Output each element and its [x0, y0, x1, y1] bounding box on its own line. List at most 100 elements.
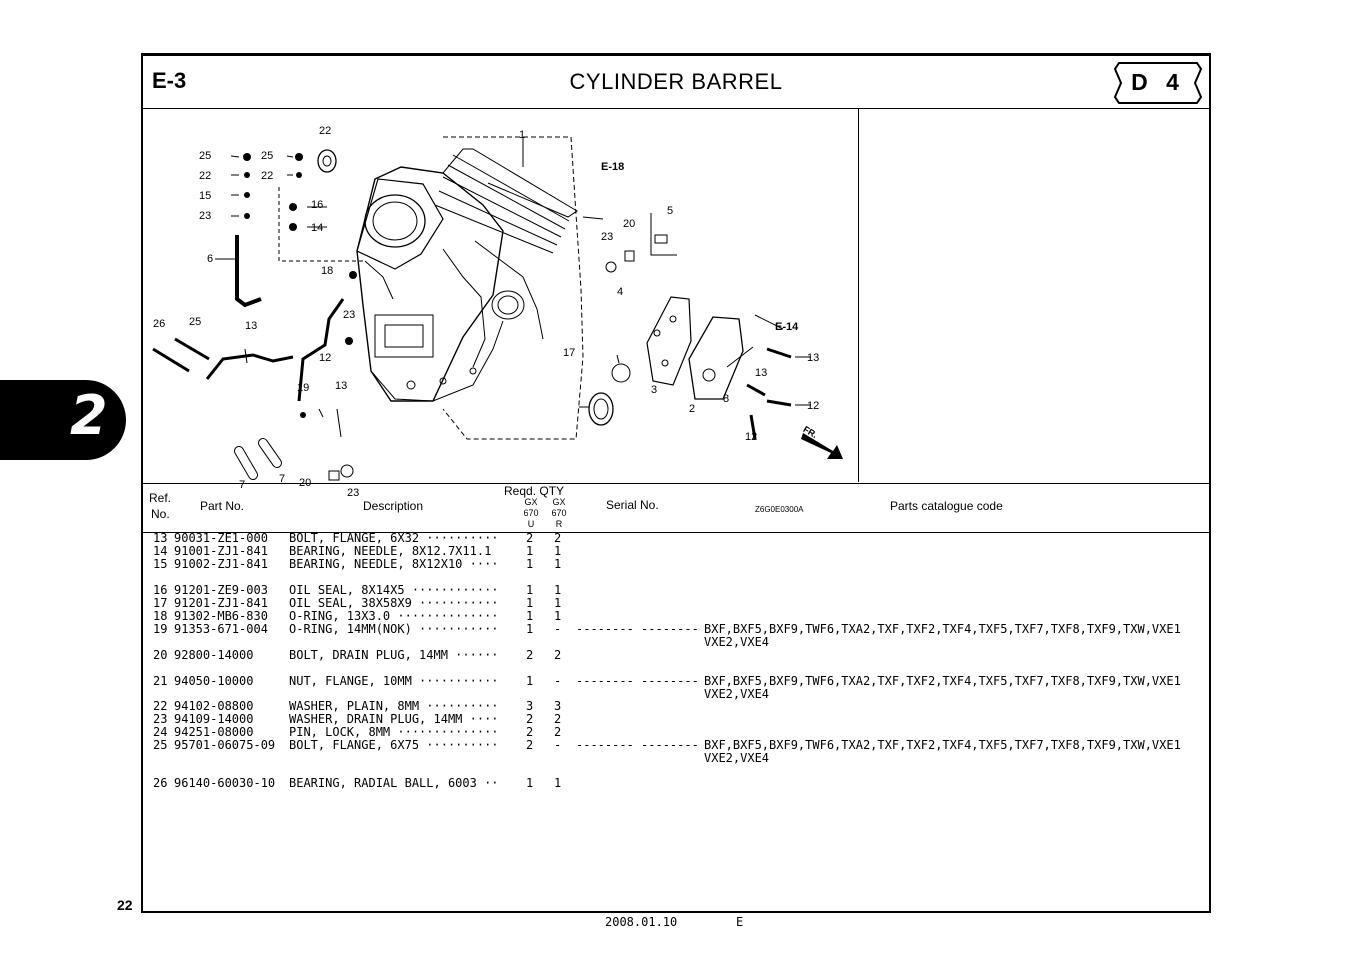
row-ref: 26 — [153, 776, 168, 790]
exploded-diagram: 22 1 25 25 22 22 15 16 23 14 6 18 23 26 … — [143, 109, 859, 514]
section-ref-e14[interactable]: E-14 — [775, 321, 799, 333]
parts-sheet: E-3 CYLINDER BARREL D 4 — [141, 53, 1211, 913]
row-catalogue-codes: BXF,BXF5,BXF9,TWF6,TXA2,TXF,TXF2,TXF4,TX… — [704, 738, 1181, 752]
callout-label: 14 — [311, 222, 324, 234]
row-ref: 14 — [153, 544, 168, 558]
figure-code: Z6G0E0300A — [755, 505, 804, 514]
row-ref: 23 — [153, 712, 168, 726]
col-catalogue-code: Parts catalogue code — [890, 499, 1003, 513]
row-qty-r: - — [554, 622, 562, 636]
row-qty-u: 3 — [526, 699, 534, 713]
callout-label: 8 — [723, 393, 730, 405]
row-qty-u: 1 — [526, 596, 534, 610]
row-qty-r: 1 — [554, 776, 562, 790]
col-part-no: Part No. — [200, 499, 245, 513]
col-serial-no: Serial No. — [606, 498, 659, 512]
row-qty-r: 1 — [554, 557, 562, 571]
col-gx670u: GX 670 U — [523, 497, 539, 529]
row-qty-u: 1 — [526, 583, 534, 597]
row-qty-u: 1 — [526, 609, 534, 623]
col-ref: Ref. — [149, 491, 172, 505]
row-ref: 18 — [153, 609, 168, 623]
row-qty-r: - — [554, 738, 562, 752]
row-qty-u: 1 — [526, 674, 534, 688]
row-qty-r: 3 — [554, 699, 562, 713]
row-ref: 20 — [153, 648, 168, 662]
row-description: OIL SEAL, 38X58X9 ··········· — [289, 596, 499, 610]
row-catalogue-codes-cont: VXE2,VXE4 — [704, 751, 770, 765]
row-part-no: 91201-ZE9-003 — [174, 583, 268, 597]
section-ref-e18[interactable]: E-18 — [601, 161, 625, 173]
row-qty-r: 2 — [554, 648, 562, 662]
callout-label: 7 — [239, 479, 246, 491]
callout-label: 12 — [745, 431, 758, 443]
callout-label: 3 — [651, 384, 658, 396]
row-part-no: 94109-14000 — [174, 712, 254, 726]
callout-label: 12 — [807, 400, 820, 412]
row-part-no: 94050-10000 — [174, 674, 254, 688]
callout-label: 23 — [601, 231, 614, 243]
callout-label: 18 — [321, 265, 334, 277]
col-no: No. — [151, 507, 170, 521]
row-description: BEARING, NEEDLE, 8X12.7X11.1 — [289, 544, 492, 558]
row-part-no: 91302-MB6-830 — [174, 609, 268, 623]
row-qty-u: 2 — [526, 712, 534, 726]
row-catalogue-codes-cont: VXE2,VXE4 — [704, 687, 770, 701]
callout-label: 13 — [807, 352, 820, 364]
exploded-view-drawing — [152, 136, 843, 481]
chapter-tab-number: 2 — [70, 384, 108, 447]
row-qty-u: 1 — [526, 776, 534, 790]
row-qty-r: 2 — [554, 531, 562, 545]
row-qty-r: 1 — [554, 596, 562, 610]
row-description: BOLT, FLANGE, 6X75 ·········· — [289, 738, 499, 752]
row-qty-r: 2 — [554, 725, 562, 739]
row-description: WASHER, DRAIN PLUG, 14MM ···· — [289, 712, 499, 726]
row-description: BEARING, NEEDLE, 8X12X10 ···· — [289, 557, 499, 571]
row-part-no: 94102-08800 — [174, 699, 254, 713]
callout-label: 20 — [623, 218, 636, 230]
row-qty-u: 2 — [526, 531, 534, 545]
row-description: PIN, LOCK, 8MM ·············· — [289, 725, 499, 739]
callout-label: 13 — [755, 367, 768, 379]
page-number: 22 — [117, 897, 133, 913]
callout-label: 25 — [189, 316, 202, 328]
row-ref: 17 — [153, 596, 168, 610]
badge-frame-shape — [1113, 62, 1203, 104]
callout-label: 23 — [343, 309, 356, 321]
col-reqd-qty: Reqd. QTY — [504, 484, 565, 498]
page-title: CYLINDER BARREL — [569, 69, 783, 94]
callout-label: 16 — [311, 199, 324, 211]
table-row: 23 94109-14000 WASHER, DRAIN PLUG, 14MM ··… — [143, 713, 1209, 726]
callout-label: 26 — [153, 318, 166, 330]
row-description: BOLT, FLANGE, 6X32 ·········· — [289, 531, 499, 545]
chapter-tab: 2 — [0, 380, 126, 460]
callout-label: 7 — [279, 473, 286, 485]
row-catalogue-codes: BXF,BXF5,BXF9,TWF6,TXA2,TXF,TXF2,TXF4,TX… — [704, 622, 1181, 636]
callout-label: 15 — [199, 190, 212, 202]
callout-label: 2 — [689, 403, 696, 415]
callout-label: 13 — [245, 320, 258, 332]
row-part-no: 91201-ZJ1-841 — [174, 596, 268, 610]
row-qty-u: 1 — [526, 544, 534, 558]
row-qty-r: 1 — [554, 609, 562, 623]
row-description: NUT, FLANGE, 10MM ··········· — [289, 674, 499, 688]
row-ref: 25 — [153, 738, 168, 752]
row-qty-r: - — [554, 674, 562, 688]
callout-label: 25 — [199, 150, 212, 162]
footer-date: 2008.01.10 — [605, 915, 678, 929]
row-qty-u: 1 — [526, 557, 534, 571]
row-part-no: 90031-ZE1-000 — [174, 531, 268, 545]
row-part-no: 91002-ZJ1-841 — [174, 557, 268, 571]
row-qty-r: 2 — [554, 712, 562, 726]
row-description: BOLT, DRAIN PLUG, 14MM ······ — [289, 648, 499, 662]
row-part-no: 91001-ZJ1-841 — [174, 544, 268, 558]
row-part-no: 92800-14000 — [174, 648, 254, 662]
row-description: O-RING, 14MM(NOK) ··········· — [289, 622, 499, 636]
